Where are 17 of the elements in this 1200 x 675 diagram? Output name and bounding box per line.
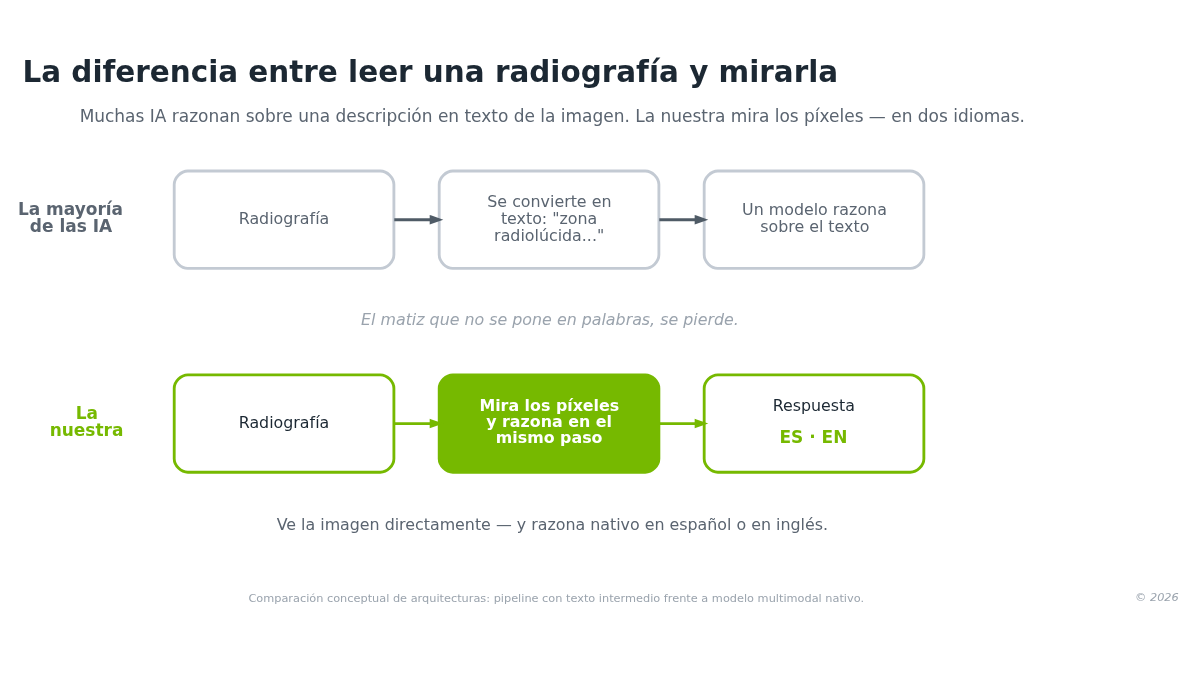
arrow <box>394 214 444 225</box>
node-box: Radiografía <box>172 373 396 474</box>
diagram-title: La diferencia entre leer una radiografía y mirarla <box>22 55 839 90</box>
node-box: Mira los píxeles y razona en el mismo paso <box>437 373 661 474</box>
arrow <box>659 418 709 429</box>
arrow <box>659 214 709 225</box>
label: © 2026 <box>1135 589 1179 604</box>
node-box: Radiografía <box>172 169 396 270</box>
node-box: Un modelo razona sobre el texto <box>702 169 926 270</box>
node-box: Se convierte en texto: "zona radiolúcida..." <box>437 169 661 270</box>
label: El matiz que no se pone en palabras, se pierde. <box>361 309 739 329</box>
label: Muchas IA razonan sobre una descripción en texto de la imagen. La nuestra mira los píxeles — en dos idiomas. <box>79 105 1025 126</box>
node-box: Respuesta ES · EN <box>702 373 926 474</box>
label: Ve la imagen directamente — y razona nativo en español o en inglés. <box>276 514 828 534</box>
label: La nuestra <box>49 403 124 441</box>
caption: Comparación conceptual de arquitecturas: pipeline con texto intermedio frente a modelo multimodal nativo. <box>248 590 865 605</box>
label: La mayoría de las IA <box>17 199 124 237</box>
